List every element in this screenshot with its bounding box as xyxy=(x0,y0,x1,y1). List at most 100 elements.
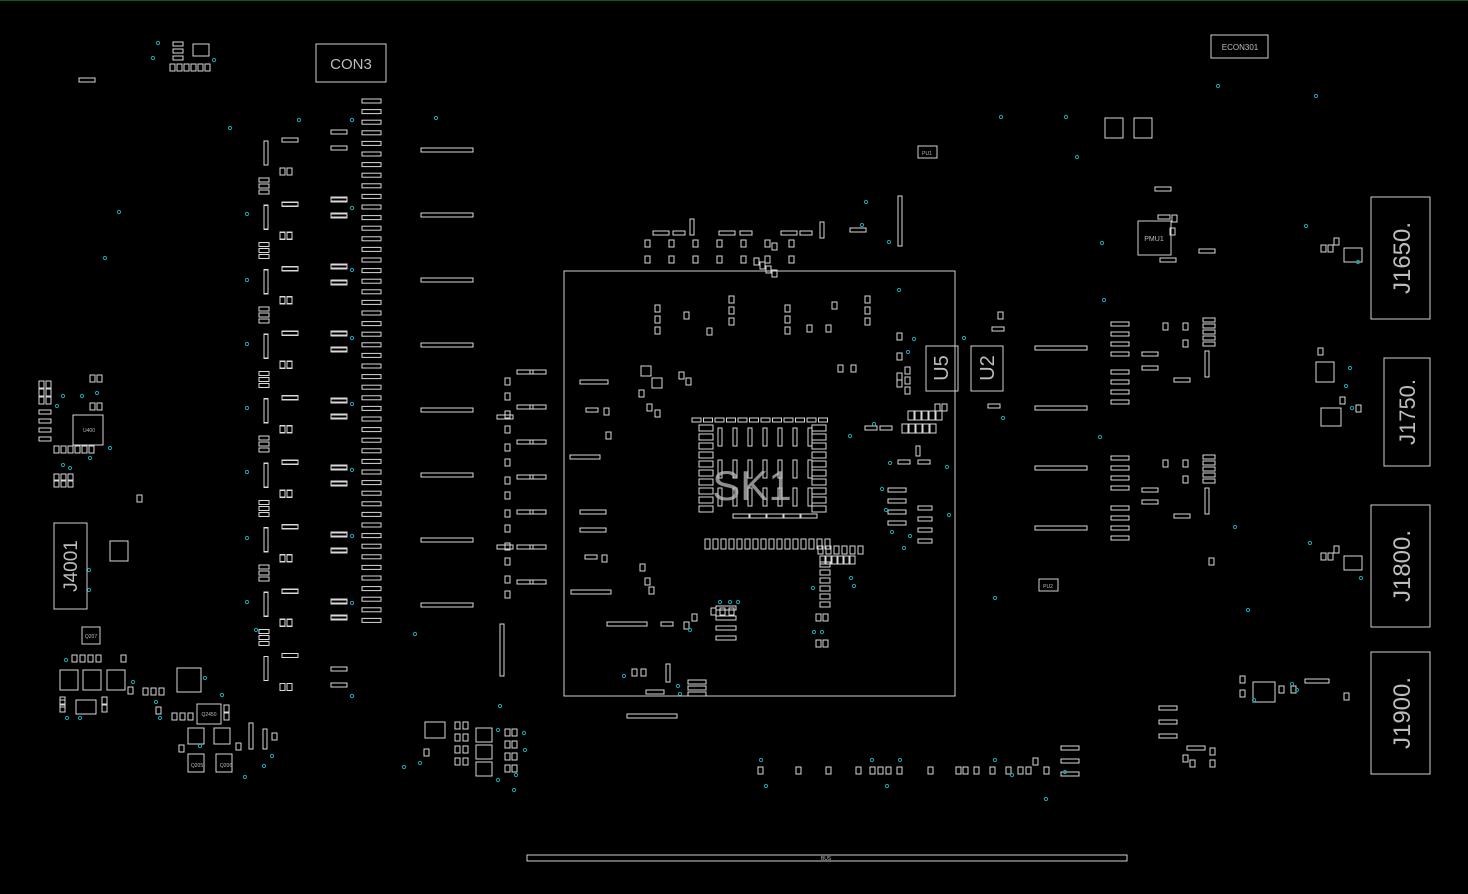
smd-pad xyxy=(529,544,547,550)
smd-pad xyxy=(896,379,903,388)
smd-pad xyxy=(516,579,534,585)
smd-pad xyxy=(887,487,907,493)
smd-pad xyxy=(516,509,534,515)
smd-pad xyxy=(204,63,211,72)
smd-pad xyxy=(887,498,907,504)
via xyxy=(130,679,136,685)
bottom-edge-connector[interactable] xyxy=(526,854,1128,862)
via xyxy=(1245,607,1251,613)
smd-pad xyxy=(1173,377,1191,383)
smd-pad xyxy=(258,371,270,376)
via xyxy=(819,629,825,635)
smd-pad xyxy=(1110,379,1130,385)
smd-pad xyxy=(504,509,511,518)
via xyxy=(887,460,893,466)
smd-pad xyxy=(654,304,661,313)
sk1-socket-outline[interactable] xyxy=(563,270,956,697)
j1750-outline[interactable] xyxy=(1383,357,1431,467)
smd-pad xyxy=(1333,237,1340,246)
smd-pad xyxy=(698,496,714,504)
smd-pad xyxy=(361,395,382,401)
via xyxy=(847,433,853,439)
q2450-outline[interactable] xyxy=(196,703,222,725)
smd-pad xyxy=(361,215,382,221)
smd-pad xyxy=(678,371,685,380)
smd-pad xyxy=(837,555,844,565)
via xyxy=(349,117,355,123)
smd-pad xyxy=(896,766,903,775)
smd-pad xyxy=(330,212,348,218)
smd-pad xyxy=(286,490,293,498)
smd-pad xyxy=(504,542,511,551)
smd-pad xyxy=(579,509,607,515)
smd-pad xyxy=(698,433,714,441)
pu2-outline[interactable] xyxy=(1038,578,1059,592)
smd-pad xyxy=(887,520,907,526)
j1900-outline[interactable] xyxy=(1370,651,1431,775)
smd-pad xyxy=(698,505,714,513)
smd-pad xyxy=(1182,754,1189,763)
smd-pad xyxy=(732,427,738,447)
smd-pad xyxy=(258,248,270,253)
via xyxy=(253,627,259,633)
smd-pad xyxy=(279,618,286,627)
smd-pad xyxy=(698,487,714,495)
smd-pad xyxy=(605,431,612,440)
smd-pad xyxy=(330,145,348,151)
u2-outline[interactable] xyxy=(970,345,1004,392)
smd-pad xyxy=(330,531,348,537)
smd-pad xyxy=(715,625,737,631)
smd-pad xyxy=(1025,766,1032,775)
q207-outline[interactable] xyxy=(81,626,101,645)
smd-pad xyxy=(286,425,293,434)
smd-pad xyxy=(279,425,286,434)
smd-pad xyxy=(1278,685,1285,694)
smd-pad xyxy=(38,427,52,433)
j1800-outline[interactable] xyxy=(1370,504,1431,628)
via xyxy=(155,40,161,46)
smd-pad xyxy=(60,479,67,488)
smd-pad xyxy=(1208,557,1215,566)
smd-pad xyxy=(1333,545,1340,554)
smd-pad xyxy=(361,575,382,581)
smd-pad xyxy=(263,269,269,295)
smd-pad xyxy=(698,469,714,477)
via xyxy=(911,336,917,342)
smd-pad xyxy=(286,554,293,563)
via xyxy=(107,445,113,451)
smd-pad xyxy=(172,55,184,61)
smd-pad xyxy=(764,239,771,248)
via xyxy=(1251,697,1257,703)
smd-pad xyxy=(286,360,293,369)
j1650-outline[interactable] xyxy=(1370,196,1431,320)
smd-pad xyxy=(1182,459,1189,468)
pmu1-outline[interactable] xyxy=(1137,220,1172,256)
econ301-outline[interactable] xyxy=(1210,34,1269,59)
smd-pad xyxy=(819,561,831,568)
smd-pad xyxy=(652,230,670,236)
j4001-outline[interactable] xyxy=(53,522,88,610)
u5-outline[interactable] xyxy=(925,345,959,392)
smd-pad xyxy=(361,331,382,337)
via xyxy=(296,117,302,123)
smd-pad xyxy=(420,342,474,348)
con3-outline[interactable] xyxy=(315,43,387,83)
sk1-label: SK1 xyxy=(712,462,791,509)
smd-pad xyxy=(286,489,293,498)
smd-pad xyxy=(869,766,876,775)
smd-pad xyxy=(654,409,661,418)
via xyxy=(1349,405,1355,411)
via xyxy=(202,675,208,681)
pu1-outline[interactable] xyxy=(917,145,938,159)
smd-pad xyxy=(361,363,382,369)
via xyxy=(116,209,122,215)
via xyxy=(848,575,854,581)
smd-pad xyxy=(922,423,930,434)
via xyxy=(60,393,66,399)
smd-pad xyxy=(258,564,270,570)
via xyxy=(244,211,250,217)
via xyxy=(63,657,69,663)
smd-pad xyxy=(718,230,736,236)
smd-pad xyxy=(780,230,798,236)
